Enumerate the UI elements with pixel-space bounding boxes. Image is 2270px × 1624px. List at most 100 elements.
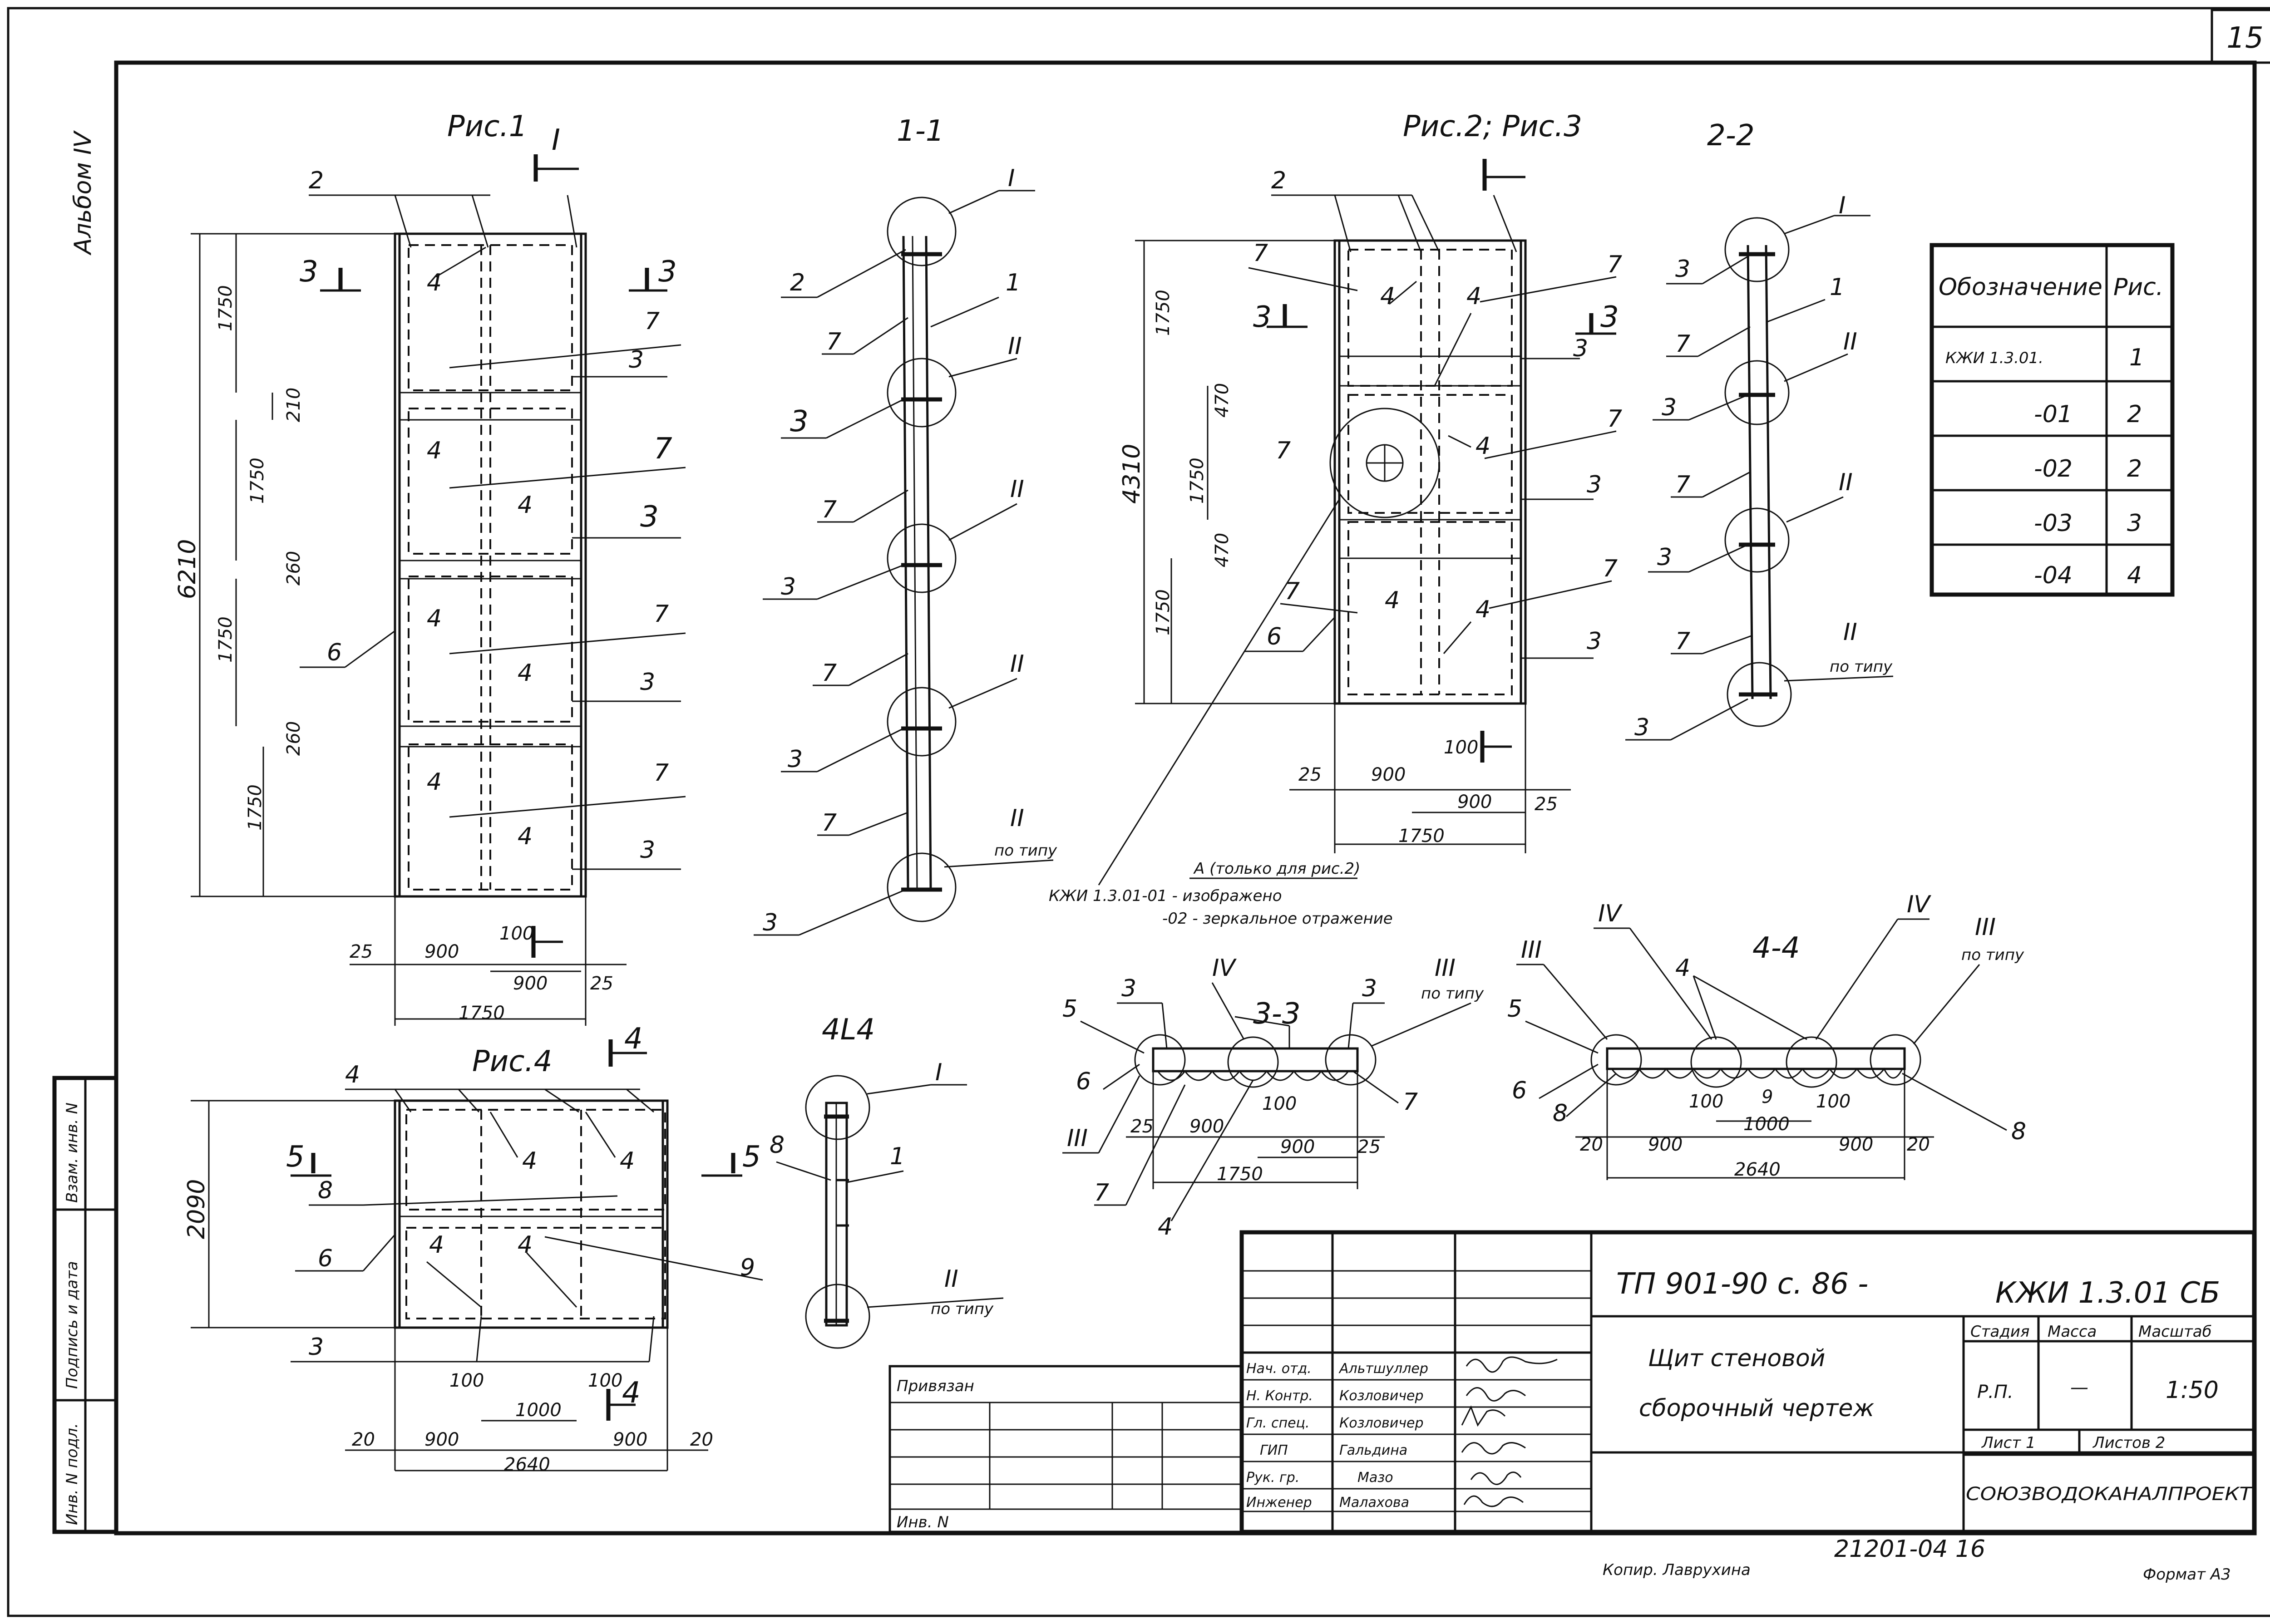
sec44b-d5: 100: [1816, 1091, 1851, 1112]
svg-text:6: 6: [327, 639, 342, 666]
svg-text:5: 5: [286, 1140, 305, 1174]
svg-text:3: 3: [763, 909, 778, 936]
sec11-title: 1-1: [897, 114, 944, 148]
svg-text:4: 4: [427, 269, 442, 296]
svg-text:III: III: [1067, 1125, 1088, 1152]
fig23-dim-w-900b: 900: [1457, 792, 1492, 812]
svg-text:6: 6: [318, 1245, 333, 1272]
outer-frame: [7, 7, 2270, 1617]
legend-row-4-mark: -04: [2034, 562, 2073, 589]
svg-text:4: 4: [345, 1061, 360, 1088]
fig4-panel: Рис.4 4 4 4 4 5 5 8 6 4 4: [183, 1022, 763, 1475]
svg-text:7: 7: [822, 809, 837, 837]
svg-text:3: 3: [790, 405, 809, 438]
fig1-dim-w-900b: 900: [513, 973, 548, 994]
side-stamp-podpis: Подпись и дата: [63, 1261, 81, 1389]
sec44b-d1: 900: [1648, 1134, 1683, 1155]
sec22-po-tipu: по типу: [1830, 658, 1893, 676]
svg-text:II: II: [1843, 328, 1857, 355]
fig1-dim-w-900a: 900: [424, 941, 459, 962]
stamp-stage-header: Стадия: [1970, 1323, 2029, 1341]
svg-text:7: 7: [1403, 1088, 1418, 1116]
svg-text:4: 4: [624, 1022, 643, 1056]
signature-1: [1466, 1387, 1526, 1402]
fig4-dim-w-1000: 1000: [515, 1400, 562, 1421]
svg-text:3: 3: [629, 346, 644, 374]
svg-text:8: 8: [2011, 1118, 2026, 1145]
stamp-role-5: Инженер: [1246, 1495, 1312, 1511]
svg-text:7: 7: [1603, 555, 1618, 582]
svg-text:4: 4: [427, 605, 442, 632]
order-number: 21201-04 16: [1834, 1535, 1985, 1563]
svg-text:3: 3: [640, 837, 655, 864]
svg-text:2: 2: [790, 269, 805, 296]
stamp-sheet: Лист 1: [1981, 1434, 2036, 1452]
svg-text:3: 3: [1675, 256, 1690, 283]
svg-text:4: 4: [1476, 433, 1490, 460]
svg-text:IV: IV: [1907, 891, 1931, 918]
svg-text:3: 3: [309, 1334, 324, 1361]
fig1-dim-w-100: 100: [499, 923, 534, 944]
svg-text:7: 7: [1607, 251, 1622, 278]
stamp-mass: —: [2070, 1377, 2088, 1398]
fig1-panel: Рис.1 I 2 4 3 3 7 3: [174, 110, 686, 1026]
legend-row-3-fig: 3: [2127, 510, 2142, 537]
signature-5: [1463, 1495, 1524, 1507]
sec44-po-tipu: по типу: [931, 1300, 994, 1318]
stamp-name-1: Козловичер: [1339, 1388, 1424, 1404]
sec44b-d6: 900: [1839, 1134, 1873, 1155]
svg-text:3: 3: [640, 669, 655, 696]
svg-text:3: 3: [658, 255, 677, 289]
fig23-dim-w-right: 25: [1535, 794, 1558, 815]
svg-text:3: 3: [1662, 394, 1677, 421]
side-stamp-inv-podl: Инв. N подл.: [63, 1423, 81, 1525]
svg-text:8: 8: [770, 1132, 785, 1159]
svg-text:II: II: [1839, 469, 1853, 496]
svg-text:1: 1: [1006, 269, 1021, 296]
svg-text:7: 7: [654, 759, 669, 787]
svg-text:IV: IV: [1598, 900, 1623, 927]
stamp-role-4: Рук. гр.: [1246, 1470, 1299, 1486]
sec33-d4: 25: [1357, 1137, 1381, 1157]
legend-row-0-fig: 1: [2129, 344, 2144, 371]
svg-text:3: 3: [300, 255, 318, 289]
sec44b-title: 4-4: [1752, 931, 1800, 965]
sec22-title: 2-2: [1707, 119, 1755, 153]
stamp-privyazan: Привязан: [897, 1377, 974, 1395]
svg-text:3: 3: [1587, 471, 1602, 498]
svg-text:3: 3: [640, 500, 659, 534]
svg-text:8: 8: [1553, 1100, 1568, 1127]
stamp-name-0: Альтшуллер: [1338, 1361, 1428, 1377]
fig1-section-mark: I: [552, 123, 560, 157]
svg-text:II: II: [1008, 333, 1022, 360]
svg-text:1: 1: [890, 1143, 905, 1170]
svg-text:6: 6: [1267, 623, 1282, 650]
fig1-dim-g1: 210: [283, 388, 304, 422]
svg-text:4: 4: [1385, 587, 1400, 614]
legend-row-2-fig: 2: [2127, 455, 2142, 482]
fig23-panel: Рис.2; Рис.3 2 7 4 4 7 3: [1049, 110, 1622, 928]
stamp-stage: Р.П.: [1977, 1382, 2013, 1403]
legend-row-2-mark: -02: [2034, 455, 2073, 482]
stamp-sheets: Листов 2: [2092, 1434, 2165, 1452]
svg-text:7: 7: [645, 308, 660, 335]
svg-text:I: I: [1008, 165, 1015, 192]
svg-text:6: 6: [1512, 1077, 1527, 1104]
fig1-dim-g3: 260: [283, 721, 304, 756]
svg-text:5: 5: [742, 1140, 761, 1174]
svg-text:4: 4: [427, 768, 442, 796]
section-4-4: 4-4 5 III IV 4 IV III по типу 8 6 8 20 9…: [1507, 891, 2026, 1180]
fig23-dim-g2: 470: [1212, 533, 1233, 567]
fig23-dim-w-left: 25: [1298, 764, 1322, 785]
svg-text:III: III: [1975, 914, 1996, 941]
svg-text:7: 7: [822, 496, 837, 523]
svg-text:7: 7: [826, 328, 841, 355]
svg-text:II: II: [1010, 650, 1024, 678]
svg-text:3: 3: [1634, 714, 1649, 741]
svg-text:4: 4: [429, 1231, 444, 1259]
fig4-dim-w-right: 20: [690, 1429, 713, 1450]
sec44b-d8: 2640: [1734, 1159, 1781, 1180]
svg-text:4: 4: [522, 1147, 537, 1175]
svg-text:3: 3: [781, 573, 796, 600]
fig1-dim-p1: 1750: [215, 285, 236, 331]
